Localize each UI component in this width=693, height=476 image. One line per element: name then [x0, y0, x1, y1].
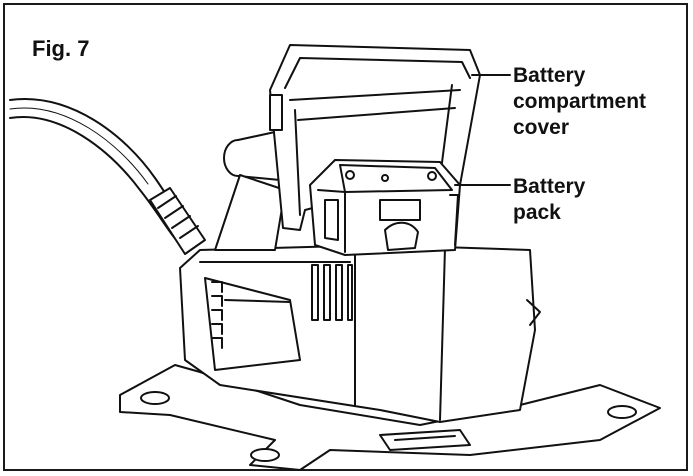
battery-pack	[309, 159, 461, 256]
callout-battery-compartment-cover: Battery compartment cover	[513, 63, 646, 141]
callout-line: cover	[513, 116, 570, 139]
hose-connector	[149, 187, 206, 255]
callout-line: Battery	[513, 175, 586, 198]
callout-line: compartment	[513, 90, 647, 113]
handle-post	[214, 131, 286, 251]
main-housing	[179, 244, 541, 423]
figure-title: Fig. 7	[32, 36, 90, 61]
callout-battery-pack: Battery pack	[513, 174, 585, 226]
callout-line: pack	[513, 201, 561, 224]
callout-line: Battery	[513, 64, 586, 87]
